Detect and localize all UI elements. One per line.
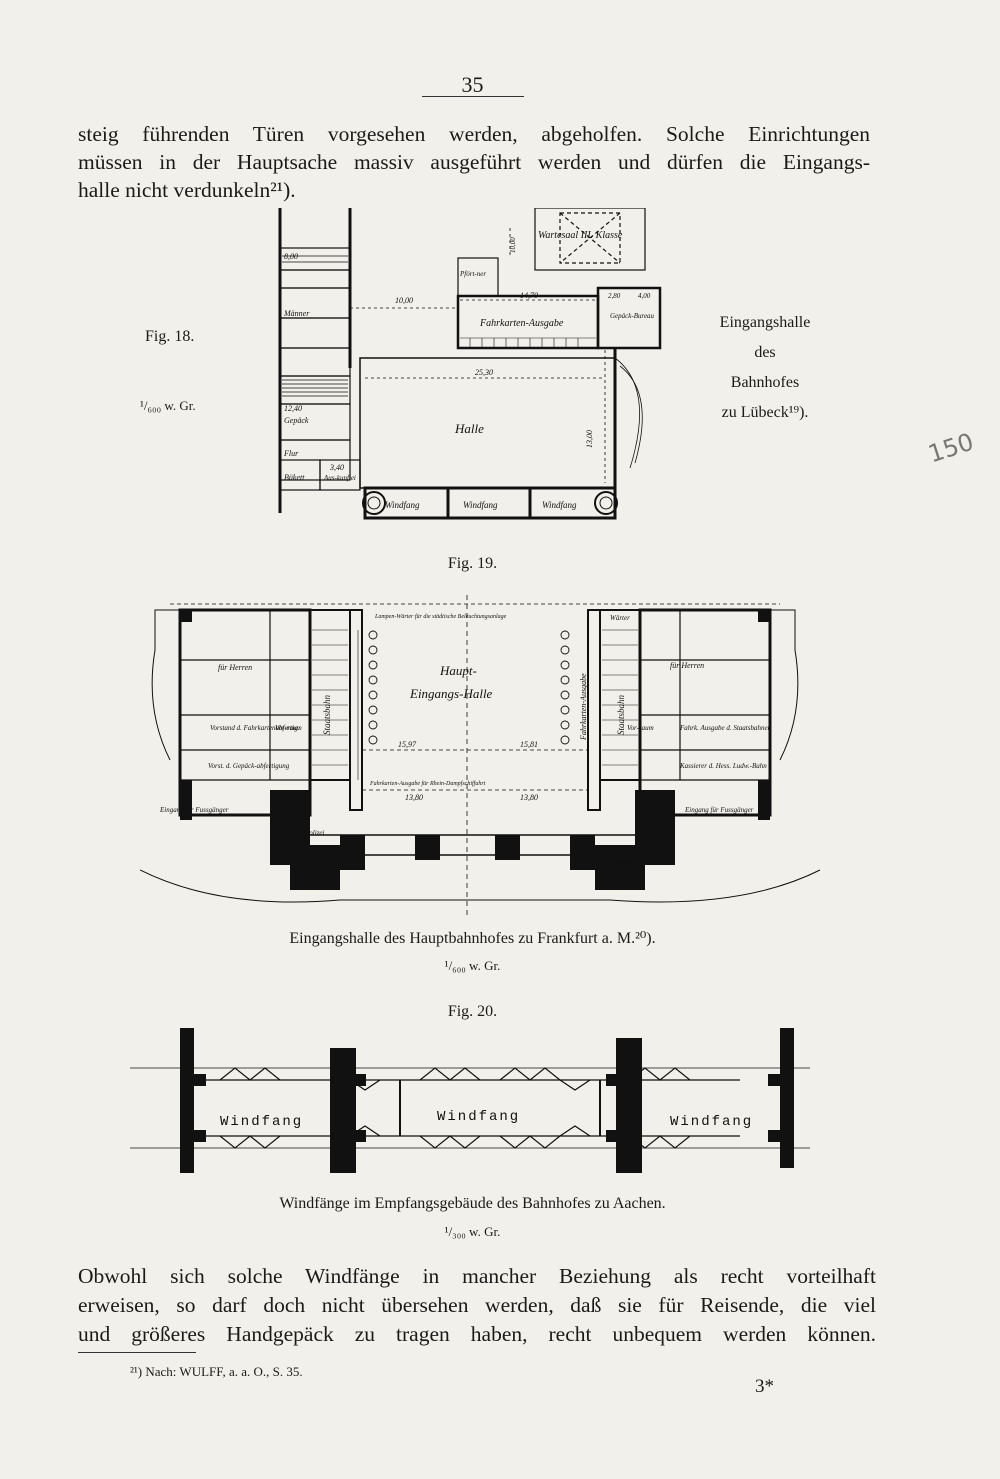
fig20-windfang-1: Windfang <box>220 1114 303 1130</box>
closing-line-3: und größeres Handgepäck zu tragen haben,… <box>78 1322 876 1346</box>
closing-line-2: erweisen, so darf doch nicht übersehen w… <box>78 1293 876 1317</box>
fig18-caption-line-2: des <box>754 344 776 361</box>
fig18-gepaeck-bureau-label: Gepäck-Bureau <box>610 312 655 320</box>
fig18-scale: ¹/₆₀₀ w. Gr. <box>140 398 196 413</box>
fig19-dim-d: 13,80 <box>520 793 538 802</box>
fig19-vorraum-right: Vor-raum <box>627 724 654 732</box>
fig18-dim-7: 3,40 <box>329 463 344 472</box>
fig18-floor-plan: Wartesaal III. Klasse Fahrkarten-Ausgabe… <box>278 208 662 520</box>
fig19-scale: ¹/₆₀₀ w. Gr. <box>444 958 501 973</box>
fig19-fahrkarten-ausgabe-label: Fahrkarten-Ausgabe <box>579 673 588 741</box>
fig19-rhein-label: Fahrkarten-Ausgabe für Rhein-Dampfschiff… <box>369 780 486 787</box>
fig18-dim-2: 14,70 <box>520 291 538 300</box>
fig18-dim-3: 25,30 <box>475 368 493 377</box>
fig19-lampen-label: Lampen-Wärter für die städtische Beleuch… <box>374 613 507 620</box>
fig19-vorraum-left: Vor-raum <box>275 724 302 732</box>
fig18-caption-line-3: Bahnhofes <box>730 374 800 391</box>
fig19-gepaeck-abf-label: Vorst. d. Gepäck-abfertigung <box>208 762 290 770</box>
fig19-staatsbahn-right: Staatsbahn <box>616 694 626 735</box>
fig18-dim-1: 10,00 <box>395 296 413 305</box>
fig18-windfang-1: Windfang <box>385 500 420 510</box>
fig18-dim-8: 2,80 <box>608 292 621 300</box>
fig18-dim-10: 10,00 <box>509 237 517 253</box>
fig19-dim-a: 15,97 <box>398 740 417 749</box>
fig18-fahrkarten-label: Fahrkarten-Ausgabe <box>479 318 564 329</box>
fig20-windfang-3: Windfang <box>670 1114 753 1130</box>
fig18-dim-5: 8,00 <box>284 252 298 261</box>
fig18-label: Fig. 18. <box>145 328 195 345</box>
footnote: ²¹) Nach: WULFF, a. a. O., S. 35. <box>130 1364 303 1379</box>
fig18-maenner-label: Männer <box>283 309 310 318</box>
fig20-label: Fig. 20. <box>447 1003 498 1020</box>
page-number-rule <box>422 96 524 97</box>
fig20-windfang-2: Windfang <box>437 1109 520 1125</box>
fig20-floor-plan: Windfang Windfang Windfang <box>130 1028 810 1173</box>
fig18-gepaeck-label: Gepäck <box>284 416 309 425</box>
fig19-kassierer-label: Kassierer d. Hess. Ludw.-Bahn <box>679 762 767 770</box>
fig18-caption: Eingangshalle des Bahnhofes zu Lübeck¹⁹)… <box>690 308 840 428</box>
fig19-dim-b: 15,81 <box>520 740 538 749</box>
fig20-scale: ¹/₃₀₀ w. Gr. <box>444 1224 501 1239</box>
fig19-herren-left: für Herren <box>218 663 252 672</box>
closing-paragraph: Obwohl sich solche Windfänge in mancher … <box>78 1262 876 1349</box>
fig18-flur-label: Flur <box>283 449 299 458</box>
fig18-buekett-label: Bükett <box>284 473 305 482</box>
fig19-haupt-label: Haupt- <box>439 663 477 678</box>
signature-mark: 3* <box>755 1376 774 1397</box>
fig19-pfoertner-label: Pförtner <box>609 859 634 867</box>
fig18-caption-line-1: Eingangshalle <box>719 314 811 331</box>
page-number: 35 <box>461 72 484 97</box>
footnote-rule <box>78 1352 196 1353</box>
fig20-caption: Windfänge im Empfangsgebäude des Bahnhof… <box>279 1195 666 1212</box>
fig19-vorstand-label: Vorstand d. Fahrkartenabfertig. <box>210 724 300 732</box>
intro-line-2: müssen in der Hauptsache massiv ausgefüh… <box>78 150 870 174</box>
fig19-staatsbahn-left: Staatsbahn <box>322 694 332 735</box>
fig18-caption-line-4: zu Lübeck¹⁹). <box>721 404 809 421</box>
fig18-halle-label: Halle <box>454 421 484 436</box>
margin-note-handwritten: 150 <box>924 427 978 469</box>
fig19-herren-right: für Herren <box>670 661 704 670</box>
intro-line-1: steig führenden Türen vorgesehen werden,… <box>78 122 870 146</box>
intro-paragraph: steig führenden Türen vorgesehen werden,… <box>78 120 870 204</box>
closing-line-1: Obwohl sich solche Windfänge in mancher … <box>78 1264 876 1288</box>
fig18-dim-9: 4,00 <box>638 292 651 300</box>
fig18-auskunft-label: Aus-kunftei <box>323 474 356 482</box>
fig19-fahrk-ausgabe-right: Fahrk. Ausgabe d. Staatsbahnen <box>679 724 772 732</box>
fig19-floor-plan: Haupt- Eingangs-Halle für Herren für Her… <box>140 595 821 915</box>
fig18-windfang-2: Windfang <box>463 500 498 510</box>
intro-line-3: halle nicht verdunkeln²¹). <box>78 178 296 202</box>
fig19-label: Fig. 19. <box>447 555 498 572</box>
fig19-eingang-left: Eingang für Fussgänger <box>159 806 229 814</box>
fig18-windfang-3: Windfang <box>542 500 577 510</box>
fig19-eingangshalle-label: Eingangs-Halle <box>409 686 493 701</box>
fig19-dim-c: 13,80 <box>405 793 423 802</box>
fig18-pfoertner-label: Pfört-ner <box>459 270 486 278</box>
fig19-caption: Eingangshalle des Hauptbahnhofes zu Fran… <box>289 930 656 947</box>
fig19-waerter-label: Wärter <box>610 614 630 622</box>
fig19-eingang-right: Eingang für Fussgänger <box>684 806 754 814</box>
fig18-wartesaal-label: Wartesaal III. Klasse <box>538 230 623 241</box>
fig18-dim-6: 12,40 <box>284 404 302 413</box>
fig18-dim-4: 13,00 <box>585 430 594 448</box>
fig19-polizei-label: Polizei <box>304 829 324 837</box>
